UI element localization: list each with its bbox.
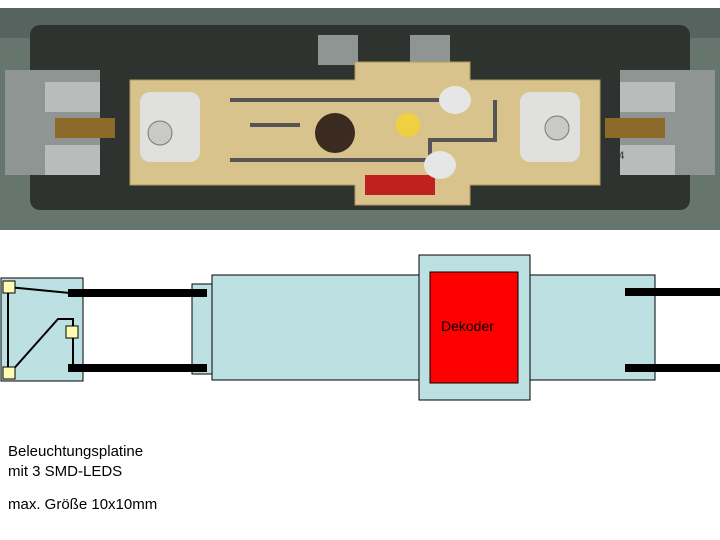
smd-led [65,325,79,339]
smd-led [2,366,16,380]
caption-line-1: Beleuchtungsplatine [8,443,144,460]
caption-line-2: mit 3 SMD-LEDS [8,463,123,480]
decoder-label: Dekoder [441,318,494,334]
caption-line-3: max. Größe 10x10mm [8,496,158,513]
smd-led [2,280,16,294]
decoder [429,271,519,384]
wires [68,288,720,372]
locomotive-photo [0,8,720,230]
photo-stamp: 1374 [600,150,625,162]
connector-board [191,283,213,375]
